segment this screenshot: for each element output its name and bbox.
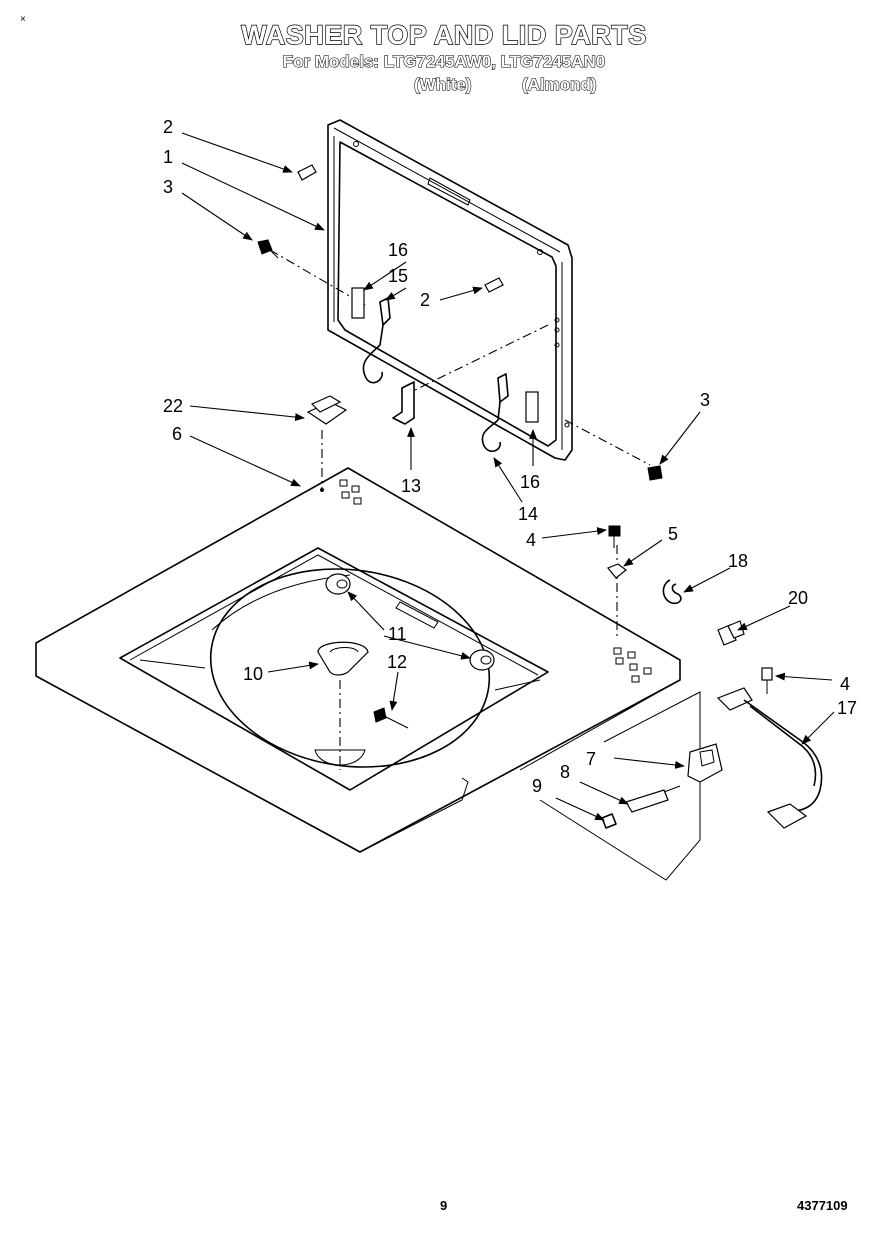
model-subtitle: For Models: LTG7245AW0, LTG7245AN0 xyxy=(282,51,606,71)
variant-almond-label: (Almond) xyxy=(521,74,597,94)
clip-part-18 xyxy=(662,579,682,605)
page-number: 9 xyxy=(440,1198,448,1213)
lid-switch-part-7 xyxy=(687,743,723,783)
lid-switch-harness-part-17 xyxy=(716,667,823,829)
page-title: WASHER TOP AND LID PARTS xyxy=(241,19,647,50)
screw-part-12 xyxy=(373,707,409,729)
alignment-line xyxy=(564,419,651,466)
screw-part-3-left xyxy=(257,239,279,259)
alignment-line xyxy=(414,324,549,391)
switch-bracket-outline xyxy=(539,691,701,881)
lid-bumper-part-11-left xyxy=(325,573,351,595)
alignment-line xyxy=(269,249,366,306)
callout-20: 20 xyxy=(788,588,808,608)
callout-10: 10 xyxy=(243,664,263,684)
hinge-part-16-right xyxy=(525,391,539,423)
nut-part-5 xyxy=(607,563,627,579)
leader-lines xyxy=(181,132,835,821)
variant-white-label: (White) xyxy=(413,74,472,94)
hinge-spring-part-14 xyxy=(481,373,509,453)
callout-8: 8 xyxy=(560,762,570,782)
callout-22: 22 xyxy=(163,396,183,416)
cap-part-10 xyxy=(317,641,369,676)
callout-15: 15 xyxy=(388,266,408,286)
callout-9: 9 xyxy=(532,776,542,796)
hinge-bracket-part-13 xyxy=(392,381,415,425)
clip-part-9 xyxy=(601,813,617,829)
callout-3: 3 xyxy=(700,390,710,410)
callout-2: 2 xyxy=(163,117,173,137)
clip-part-20 xyxy=(717,620,745,646)
callout-14: 14 xyxy=(518,504,538,524)
hinge-part-16-left xyxy=(351,287,365,319)
screw-part-3-right xyxy=(647,465,663,481)
document-number: 4377109 xyxy=(797,1198,848,1213)
callout-3: 3 xyxy=(163,177,173,197)
lid-bumper-part-11-right xyxy=(469,649,495,671)
pin-part-8 xyxy=(625,785,681,813)
callout-5: 5 xyxy=(668,524,678,544)
callout-7: 7 xyxy=(586,749,596,769)
callout-2: 2 xyxy=(420,290,430,310)
callout-4: 4 xyxy=(526,530,536,550)
callout-16: 16 xyxy=(388,240,408,260)
callout-13: 13 xyxy=(401,476,421,496)
washer-top-panel xyxy=(35,467,681,853)
callout-6: 6 xyxy=(172,424,182,444)
hinge-spring-part-15 xyxy=(362,297,391,384)
callout-11: 11 xyxy=(388,624,407,644)
screw-part-4-upper xyxy=(608,525,621,548)
callout-labels: 2 1 3 16 15 2 3 22 6 13 16 14 4 5 18 20 … xyxy=(163,117,857,796)
callout-12: 12 xyxy=(387,652,407,672)
lid-actuator-part-22 xyxy=(306,395,348,425)
callout-4: 4 xyxy=(840,674,850,694)
lid-frame xyxy=(327,119,573,461)
corner-mark: × xyxy=(20,14,26,25)
callout-16: 16 xyxy=(520,472,540,492)
callout-18: 18 xyxy=(728,551,748,571)
bumper-part-2-upper xyxy=(297,164,317,181)
callout-17: 17 xyxy=(837,698,857,718)
callout-1: 1 xyxy=(163,147,173,167)
bumper-part-2-right xyxy=(484,277,504,293)
